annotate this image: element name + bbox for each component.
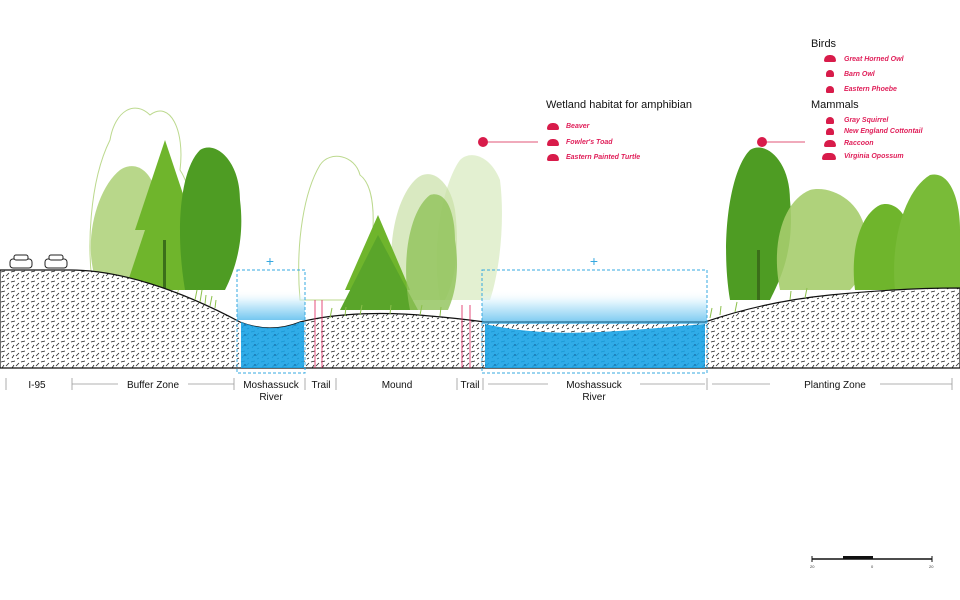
zone-label-river1-line2: River [259,392,283,403]
species-fowlers-toad: Fowler's Toad [566,139,613,146]
species-great-horned-owl: Great Horned Owl [844,56,904,63]
barn-owl-icon [826,70,834,77]
zone-label-river2: Moshassuck River [558,380,630,404]
opossum-icon [822,153,836,160]
phoebe-icon [826,86,834,93]
species-beaver: Beaver [566,123,590,130]
river-1-water [237,290,305,368]
river-2-water [482,290,707,368]
zone-label-river2-line1: Moshassuck [566,380,622,391]
river-2-dashed-box [481,269,708,374]
species-eastern-phoebe: Eastern Phoebe [844,86,897,93]
zone-label-planting: Planting Zone [804,380,866,391]
trees-mound [340,194,458,310]
species-cottontail: New England Cottontail [844,128,923,135]
trees-right [726,147,960,300]
scale-label-left: 20 [810,564,815,569]
callout-leaders [478,137,805,147]
species-raccoon: Raccoon [844,140,874,147]
scale-bar [811,556,933,562]
mammals-title: Mammals [811,99,859,111]
zone-label-mound: Mound [381,380,413,391]
birds-title: Birds [811,38,837,50]
toad-icon [547,139,559,146]
zone-label-buffer: Buffer Zone [126,380,180,391]
ground-profile [0,269,960,369]
plus-marker-1: + [266,253,274,269]
species-barn-owl: Barn Owl [844,71,875,78]
zone-ruler [5,378,953,390]
species-painted-turtle: Eastern Painted Turtle [566,154,641,161]
zone-label-river1: Moshassuck River [236,380,306,404]
species-opossum: Virginia Opossum [844,153,904,160]
raccoon-icon [824,140,836,147]
grass [194,287,808,319]
trees-left [90,140,242,290]
plus-marker-2: + [590,253,598,269]
scale-label-right: 20 [929,564,934,569]
owl-icon [824,55,836,62]
zone-label-trail1: Trail [311,380,331,391]
scale-label-mid: 0 [871,564,874,569]
zone-label-trail2: Trail [460,380,480,391]
trail-markers [314,300,471,368]
river-1-dashed-box [236,269,306,374]
squirrel-icon [826,117,834,124]
species-gray-squirrel: Gray Squirrel [844,117,889,124]
rabbit-icon [826,128,834,135]
wetland-title: Wetland habitat for amphibian [546,99,692,111]
car-icons [9,254,68,269]
beaver-icon [547,123,559,130]
zone-label-i95: I-95 [28,380,46,391]
turtle-icon [547,154,559,161]
zone-label-river2-line2: River [582,392,606,403]
zone-label-river1-line1: Moshassuck [243,380,299,391]
